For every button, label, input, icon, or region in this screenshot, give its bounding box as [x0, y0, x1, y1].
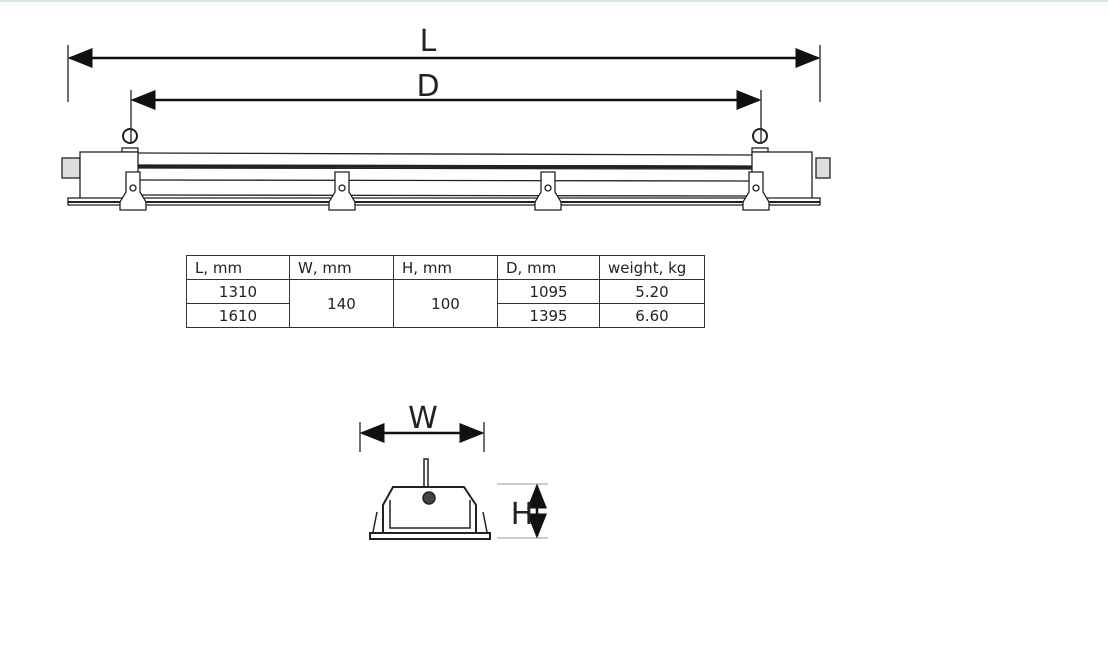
fixture-end-view [369, 458, 491, 540]
table-row: 1610 1395 6.60 [186, 303, 705, 328]
cell-weight: 5.20 [599, 279, 705, 304]
cell-w: 140 [289, 279, 394, 328]
label-l: L [420, 24, 437, 59]
dimensions-table: L, mm W, mm H, mm D, mm weight, kg 1310 … [186, 255, 705, 328]
cell-d: 1095 [497, 279, 600, 304]
dimension-d: D [130, 69, 762, 142]
cell-h: 100 [393, 279, 498, 328]
header-h: H, mm [393, 255, 498, 280]
header-weight: weight, kg [599, 255, 705, 280]
top-border [0, 0, 1108, 2]
cell-l: 1610 [186, 303, 290, 328]
dimension-w: W [359, 401, 485, 452]
label-h: H [511, 497, 534, 532]
dimension-h: H [497, 483, 548, 539]
dimension-l: L [67, 24, 821, 102]
header-w: W, mm [289, 255, 394, 280]
label-d: D [416, 69, 439, 104]
label-w: W [408, 401, 438, 436]
cell-weight: 6.60 [599, 303, 705, 328]
table-row: 1310 140 100 1095 5.20 [186, 279, 705, 328]
table-header-row: L, mm W, mm H, mm D, mm weight, kg [186, 255, 705, 280]
cell-d: 1395 [497, 303, 600, 328]
mounting-clips [119, 171, 770, 211]
fixture-side-view [61, 128, 831, 211]
header-l: L, mm [186, 255, 290, 280]
header-d: D, mm [497, 255, 600, 280]
cell-l: 1310 [186, 279, 290, 304]
